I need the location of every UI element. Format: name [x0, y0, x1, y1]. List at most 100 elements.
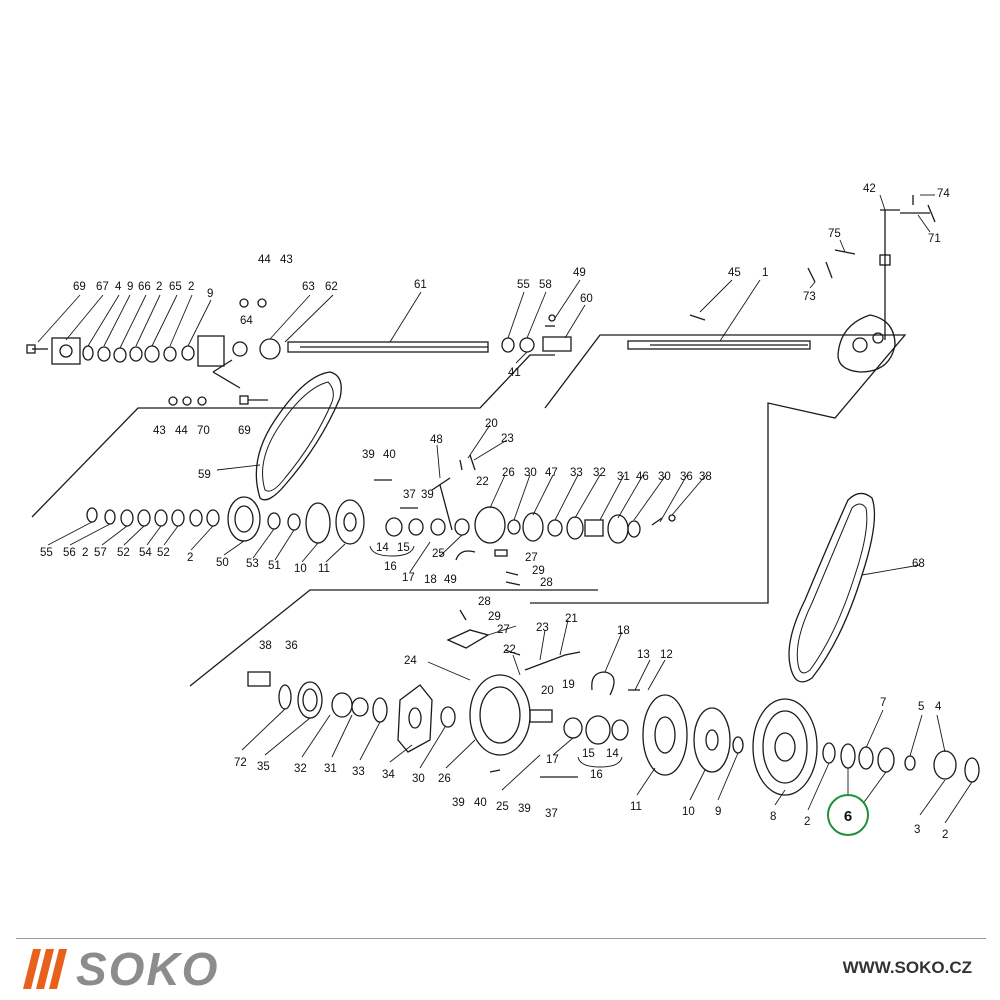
part-label: 27: [525, 552, 538, 564]
part-label: 9: [715, 806, 721, 818]
part-label: 17: [546, 754, 559, 766]
part-label: 40: [474, 797, 487, 809]
part-label: 5: [918, 701, 924, 713]
part-label: 37: [403, 489, 416, 501]
part-label: 16: [384, 561, 397, 573]
belts: [255, 371, 876, 683]
part-label: 58: [539, 279, 552, 291]
website-url: WWW.SOKO.CZ: [842, 958, 972, 977]
part-label: 2: [942, 829, 948, 841]
part-label: 36: [285, 640, 298, 652]
part-label: 55: [517, 279, 530, 291]
part-label: 50: [216, 557, 229, 569]
part-label: 43: [153, 425, 166, 437]
part-label: 4: [115, 281, 122, 293]
part-label: 47: [545, 467, 558, 479]
part-label: 12: [660, 649, 673, 661]
part-label: 18: [424, 574, 437, 586]
lower-frame: [189, 589, 598, 687]
part-label: 44: [175, 425, 188, 437]
part-label: 39: [452, 797, 465, 809]
part-label: 41: [508, 367, 521, 379]
part-label: 11: [630, 801, 642, 813]
part-label: 66: [138, 281, 151, 293]
belt-59: [255, 371, 342, 501]
part-label: 9: [127, 281, 133, 293]
part-label: 39: [518, 803, 531, 815]
part-label: 25: [432, 548, 445, 560]
part-label: 20: [541, 685, 554, 697]
part-label: 18: [617, 625, 630, 637]
part-label: 11: [318, 563, 330, 575]
part-label: 3: [914, 824, 920, 836]
part-label: 48: [430, 434, 443, 446]
part-label: 14: [376, 542, 389, 554]
part-label: 61: [414, 279, 427, 291]
part-label: 28: [478, 596, 491, 608]
part-label: 31: [617, 471, 630, 483]
part-label: 35: [257, 761, 270, 773]
part-label: 33: [570, 467, 583, 479]
part-label: 37: [545, 808, 558, 820]
part-label: 54: [139, 547, 152, 559]
part-label: 30: [524, 467, 537, 479]
part-label: 39: [421, 489, 434, 501]
part-label: 2: [187, 552, 193, 564]
part-label: 40: [383, 449, 396, 461]
part-label: 22: [476, 476, 489, 488]
part-label: 8: [770, 811, 776, 823]
part-label: 32: [593, 467, 606, 479]
part-label: 43: [280, 254, 293, 266]
part-label: 71: [928, 233, 941, 245]
part-label: 38: [699, 471, 712, 483]
part-label: 59: [198, 469, 211, 481]
part-label: 15: [582, 748, 595, 760]
highlight-circle: [827, 794, 869, 836]
top-shaft-assembly: [26, 298, 572, 406]
part-label: 46: [636, 471, 649, 483]
part-label: 45: [728, 267, 741, 279]
part-label: 7: [880, 697, 886, 709]
part-label: 17: [402, 572, 415, 584]
part-label: 14: [606, 748, 619, 760]
part-label: 49: [444, 574, 457, 586]
part-label: 22: [503, 644, 516, 656]
part-label: 34: [382, 769, 395, 781]
part-label: 31: [324, 763, 337, 775]
part-label: 74: [937, 188, 950, 200]
part-label: 39: [362, 449, 375, 461]
part-label: 63: [302, 281, 315, 293]
part-label: 9: [207, 288, 213, 300]
belt-59-inner: [262, 381, 334, 492]
belt-68: [788, 492, 876, 683]
part-label: 1: [762, 267, 768, 279]
top-right-frame: [530, 334, 907, 604]
section-outlines: [31, 334, 907, 687]
part-label: 27: [497, 624, 510, 636]
part-label: 60: [580, 293, 593, 305]
part-label: 65: [169, 281, 182, 293]
part-label: 23: [536, 622, 549, 634]
part-label: 2: [188, 281, 194, 293]
part-label: 56: [63, 547, 76, 559]
part-label: 52: [117, 547, 130, 559]
part-label: 25: [496, 801, 509, 813]
footer-divider: [16, 938, 986, 939]
part-label: 55: [40, 547, 53, 559]
part-label: 2: [804, 816, 810, 828]
part-label: 30: [412, 773, 425, 785]
part-label: 53: [246, 558, 259, 570]
part-label: 68: [912, 558, 925, 570]
middle-assembly: [86, 454, 676, 586]
part-label: 75: [828, 228, 841, 240]
part-label: 30: [658, 471, 671, 483]
brand-name: SOKO: [76, 943, 220, 995]
highlighted-part: 6: [827, 794, 869, 836]
part-label: 10: [682, 806, 695, 818]
part-label: 28: [540, 577, 553, 589]
part-label: 20: [485, 418, 498, 430]
part-label: 13: [637, 649, 650, 661]
part-label: 2: [82, 547, 88, 559]
part-label: 69: [73, 281, 86, 293]
